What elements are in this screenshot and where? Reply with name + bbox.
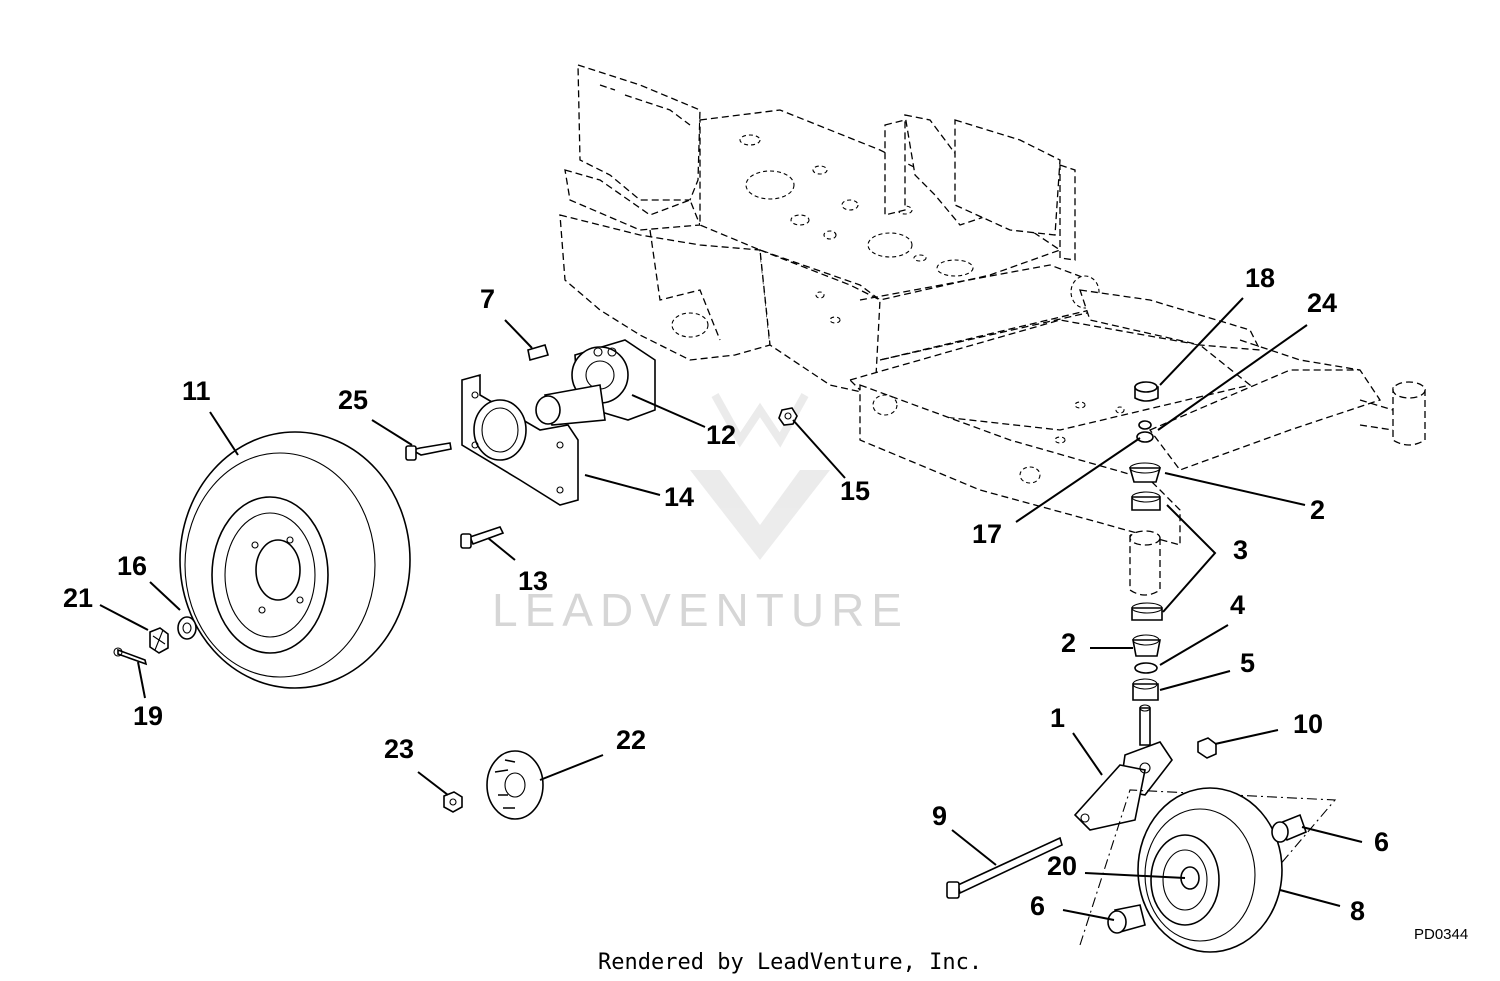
callout-17: 17 [972,519,1002,549]
callout-21: 21 [63,583,93,613]
leader-lines [99,297,1363,921]
callout-25: 25 [338,385,368,415]
callout-7: 7 [480,284,495,314]
callout-16: 16 [117,551,147,581]
callout-10: 10 [1293,709,1323,739]
callout-6-upper: 6 [1374,827,1389,857]
bolt-25 [405,442,452,461]
callout-15: 15 [840,476,870,506]
caster-stack [1128,381,1163,701]
callout-12: 12 [706,420,736,450]
callout-13: 13 [518,566,548,596]
axle-bolt-9 [946,836,1063,899]
callout-2-lower: 2 [1061,628,1076,658]
chassis-frame [559,64,1426,596]
slotted-nut-21 [149,627,169,654]
callout-3: 3 [1233,535,1248,565]
callouts: 11 25 7 12 14 13 15 16 21 19 23 22 18 24… [63,263,1389,926]
callout-5: 5 [1240,648,1255,678]
transmission-assembly [461,339,656,506]
callout-6-lower: 6 [1030,891,1045,921]
callout-9: 9 [932,801,947,831]
credit-line: Rendered by LeadVenture, Inc. [598,950,982,975]
callout-4: 4 [1230,590,1245,620]
washer-16 [177,616,197,640]
nut-10 [1197,737,1217,759]
watermark-text: LEADVENTURE [492,584,909,636]
spacer-6-lower [1107,904,1146,934]
drawing-code: PD0344 [1414,926,1468,943]
callout-2-upper: 2 [1310,495,1325,525]
callout-20: 20 [1047,851,1077,881]
bolt-13 [460,526,505,549]
callout-1: 1 [1050,703,1065,733]
callout-22: 22 [616,725,646,755]
spacer-6-upper [1271,813,1308,843]
callout-11: 11 [182,376,211,406]
cotter-pin-19 [113,647,148,666]
callout-18: 18 [1245,263,1275,293]
caster-fork [1073,704,1173,831]
callout-19: 19 [133,701,163,731]
callout-8: 8 [1350,896,1365,926]
callout-23: 23 [384,734,414,764]
rear-wheel [179,431,411,689]
callout-24: 24 [1307,288,1337,318]
caster-wheel [1137,787,1283,953]
wheel-hub [486,750,544,820]
callout-14: 14 [664,482,694,512]
lug-nut-23 [443,791,463,813]
